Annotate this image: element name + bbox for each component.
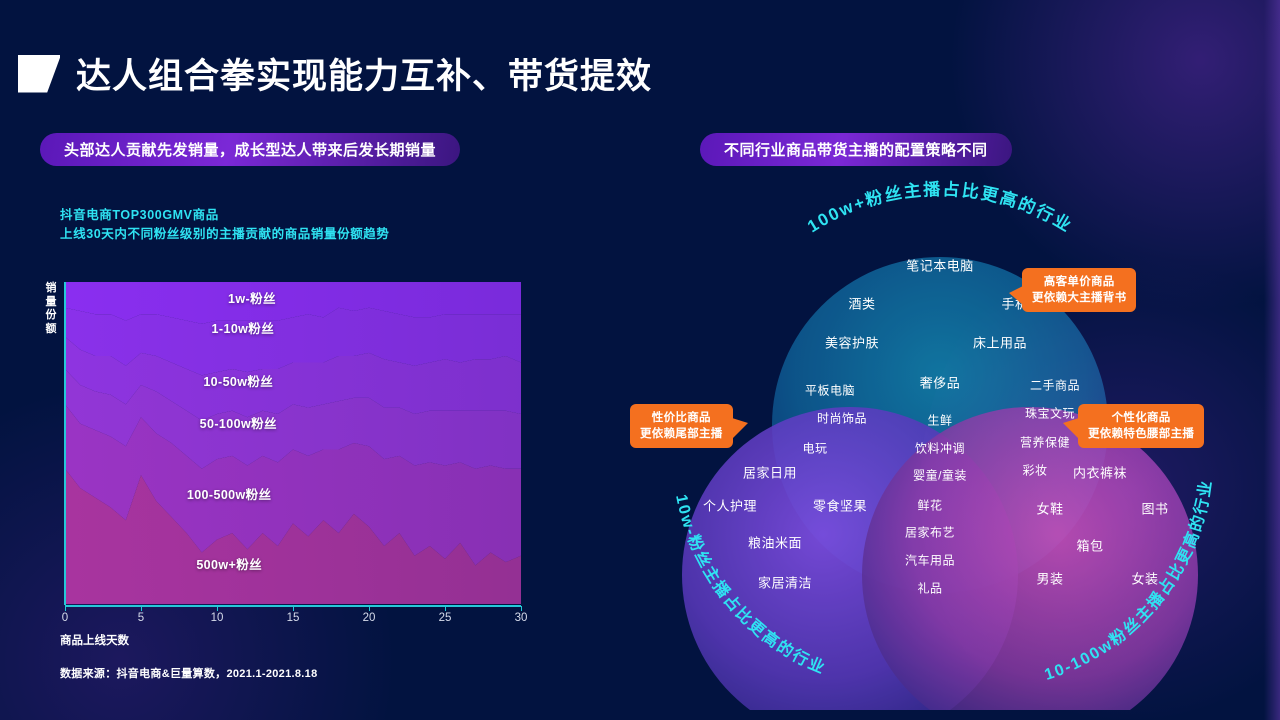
series-label: 1w-粉丝 [228,292,276,306]
chart-source-note: 数据来源：抖音电商&巨量算数，2021.1-2021.8.18 [60,668,318,680]
callout-high-price: 高客单价商品 更依赖大主播背书 [1009,268,1137,312]
section-pill-left: 头部达人贡献先发销量，成长型达人带来后发长期销量 [40,133,461,166]
chart-y-axis-line [64,282,66,605]
callout-value-line2: 更依赖尾部主播 [640,428,723,440]
venn-item: 营养保健 [1019,435,1071,450]
x-tick-label: 30 [514,612,528,624]
venn-item: 汽车用品 [904,553,956,568]
venn-item: 居家布艺 [904,525,956,540]
series-label: 1-10w粉丝 [211,322,275,336]
venn-item: 礼品 [917,581,943,596]
chart-x-axis-title: 商品上线天数 [60,635,129,647]
stacked-area-chart [65,282,521,604]
chart-y-axis-title: 销量份额 [45,282,57,335]
venn-item: 零食坚果 [812,498,868,514]
callout-tail [1009,286,1023,305]
venn-item: 床上用品 [972,335,1028,351]
venn-item: 奢侈品 [919,375,961,391]
venn-item: 内衣裤袜 [1072,465,1128,481]
venn-item: 图书 [1141,501,1169,517]
venn-circles [682,257,1198,710]
series-label: 100-500w粉丝 [186,488,272,502]
x-tick-label: 5 [137,612,145,624]
callout-high-price-line2: 更依赖大主播背书 [1032,292,1127,304]
chart-svg [65,282,521,604]
x-tick-label: 10 [210,612,224,624]
page-header: 达人组合拳实现能力互补、带货提效 [18,48,652,99]
venn-item: 笔记本电脑 [906,258,974,274]
venn-item: 彩妆 [1022,463,1048,478]
venn-item: 女装 [1131,571,1159,587]
venn-item: 电玩 [802,441,828,456]
background-edge-right [1264,0,1280,720]
chart-subtitle-line2: 上线30天内不同粉丝级别的主播贡献的商品销量份额趋势 [60,227,390,241]
callout-value-line1: 性价比商品 [651,412,711,424]
venn-item: 珠宝文玩 [1024,406,1076,421]
chart-subtitle-line1: 抖音电商TOP300GMV商品 [60,208,219,222]
x-tick [369,606,370,611]
series-label: 500w+粉丝 [196,558,262,572]
area-series-0 [65,468,521,604]
x-tick-label: 25 [438,612,452,624]
area-series-2 [65,368,521,469]
x-tick [65,606,66,611]
area-series-3 [65,336,521,421]
series-label: 50-100w粉丝 [199,417,277,431]
chart-subtitle: 抖音电商TOP300GMV商品 上线30天内不同粉丝级别的主播贡献的商品销量份额… [60,206,390,244]
page-title: 达人组合拳实现能力互补、带货提效 [76,57,653,96]
venn-item: 粮油米面 [747,535,803,551]
series-label: 10-50w粉丝 [203,375,274,389]
title-marker-icon [18,54,60,93]
venn-item: 居家日用 [742,465,798,481]
venn-item: 鲜花 [917,498,943,513]
venn-item: 箱包 [1076,538,1104,554]
venn-item: 饮料冲调 [914,441,966,456]
callout-value-for-money: 性价比商品 更依赖尾部主播 [630,404,748,448]
callout-personalized-line1: 个性化商品 [1111,412,1171,424]
venn-item: 二手商品 [1029,378,1081,393]
x-tick [217,606,218,611]
venn-item: 生鲜 [927,413,953,428]
venn-item: 女鞋 [1036,501,1064,517]
section-pill-right: 不同行业商品带货主播的配置策略不同 [700,133,1012,166]
x-tick [445,606,446,611]
callout-tail [731,418,748,439]
venn-item: 婴童/童装 [913,468,967,483]
venn-item: 时尚饰品 [816,411,868,426]
venn-item: 平板电脑 [804,383,856,398]
area-series-5 [65,282,521,324]
callout-high-price-line1: 高客单价商品 [1043,276,1115,288]
x-tick-label: 15 [286,612,300,624]
callout-tail [1063,418,1079,439]
venn-item: 美容护肤 [824,335,880,351]
x-tick [521,606,522,611]
venn-item: 家居清洁 [757,575,813,591]
area-series-1 [65,404,521,566]
venn-circle-right [862,407,1198,710]
area-series-4 [65,307,521,376]
venn-item: 酒类 [848,296,876,312]
x-tick [141,606,142,611]
venn-item: 个人护理 [702,498,758,514]
callout-personalized: 个性化商品 更依赖特色腰部主播 [1063,404,1205,448]
x-tick-label: 20 [362,612,376,624]
x-tick-label: 0 [61,612,69,624]
venn-item: 男装 [1036,571,1064,587]
x-tick [293,606,294,611]
callout-personalized-line2: 更依赖特色腰部主播 [1088,428,1195,440]
